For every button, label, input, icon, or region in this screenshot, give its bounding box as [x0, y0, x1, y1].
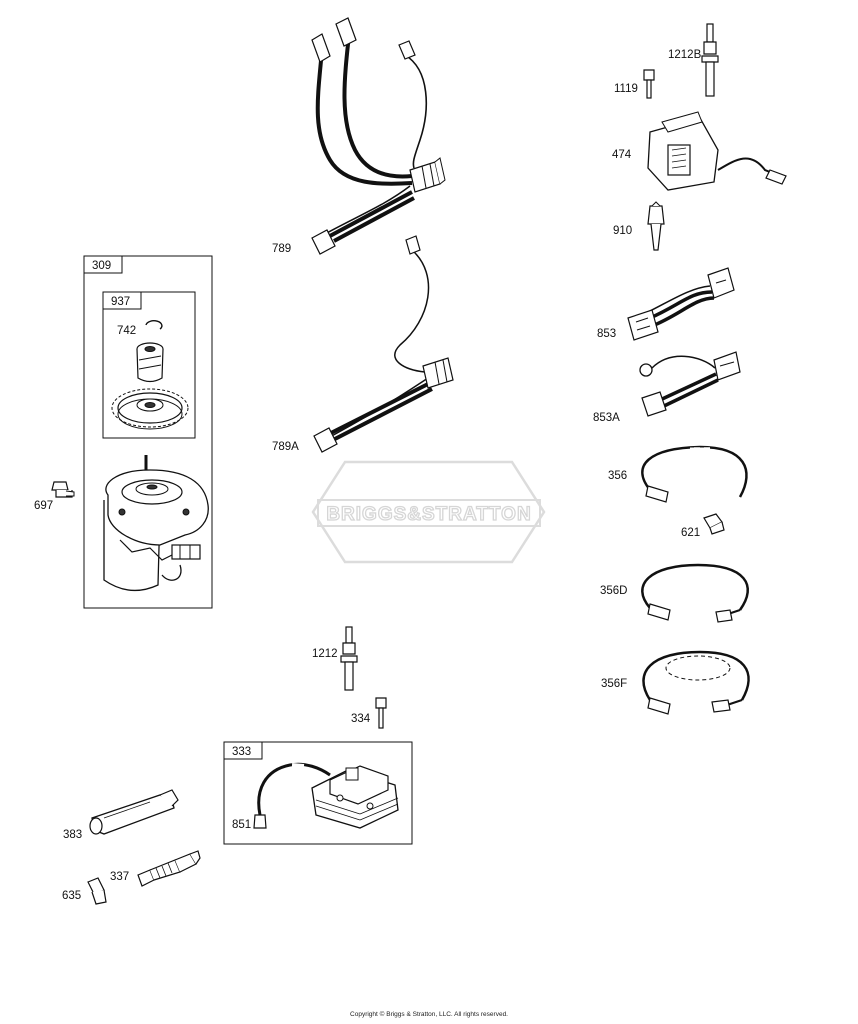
watermark-text: BRIGGS&STRATTON — [326, 504, 531, 525]
assembly-box-309-label: 309 — [92, 260, 111, 272]
part-label-742: 742 — [117, 325, 136, 337]
bolt-697 — [51, 481, 75, 498]
part-label-789: 789 — [272, 243, 291, 255]
part-label-635: 635 — [62, 890, 81, 902]
assembly-box-309-tag — [83, 255, 123, 274]
ground-wire-356F — [642, 650, 750, 715]
starter-motor — [103, 455, 209, 592]
part-label-853: 853 — [597, 328, 616, 340]
part-label-1212: 1212 — [312, 648, 338, 660]
assembly-box-333 — [223, 741, 413, 845]
part-label-383: 383 — [63, 829, 82, 841]
part-label-910: 910 — [613, 225, 632, 237]
ground-wire-356 — [641, 445, 748, 503]
wire-harness-789A — [313, 235, 454, 453]
part-label-337: 337 — [110, 871, 129, 883]
stud-1212B — [701, 23, 719, 97]
screw-1119 — [643, 69, 655, 99]
adapter-harness-853 — [627, 267, 735, 341]
part-label-356F: 356F — [601, 678, 627, 690]
wire-harness-789 — [311, 17, 446, 255]
part-910 — [647, 201, 665, 251]
assembly-box-333-label: 333 — [232, 746, 251, 758]
part-label-356: 356 — [608, 470, 627, 482]
part-label-851: 851 — [232, 819, 251, 831]
part-label-1119: 1119 — [614, 83, 638, 95]
assembly-box-937 — [102, 291, 196, 439]
drive-gear-assembly — [111, 320, 189, 430]
boot-635 — [87, 877, 107, 905]
screw-334 — [375, 697, 387, 729]
clip-621 — [703, 513, 725, 535]
ground-wire-356D — [641, 563, 749, 623]
assembly-box-937-tag — [102, 291, 142, 310]
watermark-logo: BRIGGS&STRATTON — [311, 460, 546, 564]
tool-383 — [89, 789, 179, 835]
part-label-1212B: 1212B — [668, 49, 702, 61]
stud-1212 — [340, 626, 358, 691]
part-label-474: 474 — [612, 149, 632, 161]
part-label-356D: 356D — [600, 585, 628, 597]
assembly-box-937-label: 937 — [111, 296, 130, 308]
assembly-box-309 — [83, 255, 213, 609]
adapter-harness-853A — [639, 351, 741, 417]
ignition-module-474 — [647, 111, 787, 191]
part-label-789A: 789A — [272, 441, 299, 453]
armature-851 — [253, 762, 399, 829]
assembly-box-333-tag — [223, 741, 263, 760]
part-label-621: 621 — [681, 527, 700, 539]
part-label-334: 334 — [351, 713, 371, 725]
spark-plug-337 — [137, 850, 201, 887]
part-label-853A: 853A — [593, 412, 620, 424]
part-label-697: 697 — [34, 500, 53, 512]
copyright-notice: Copyright © Briggs & Stratton, LLC. All … — [350, 1011, 508, 1018]
